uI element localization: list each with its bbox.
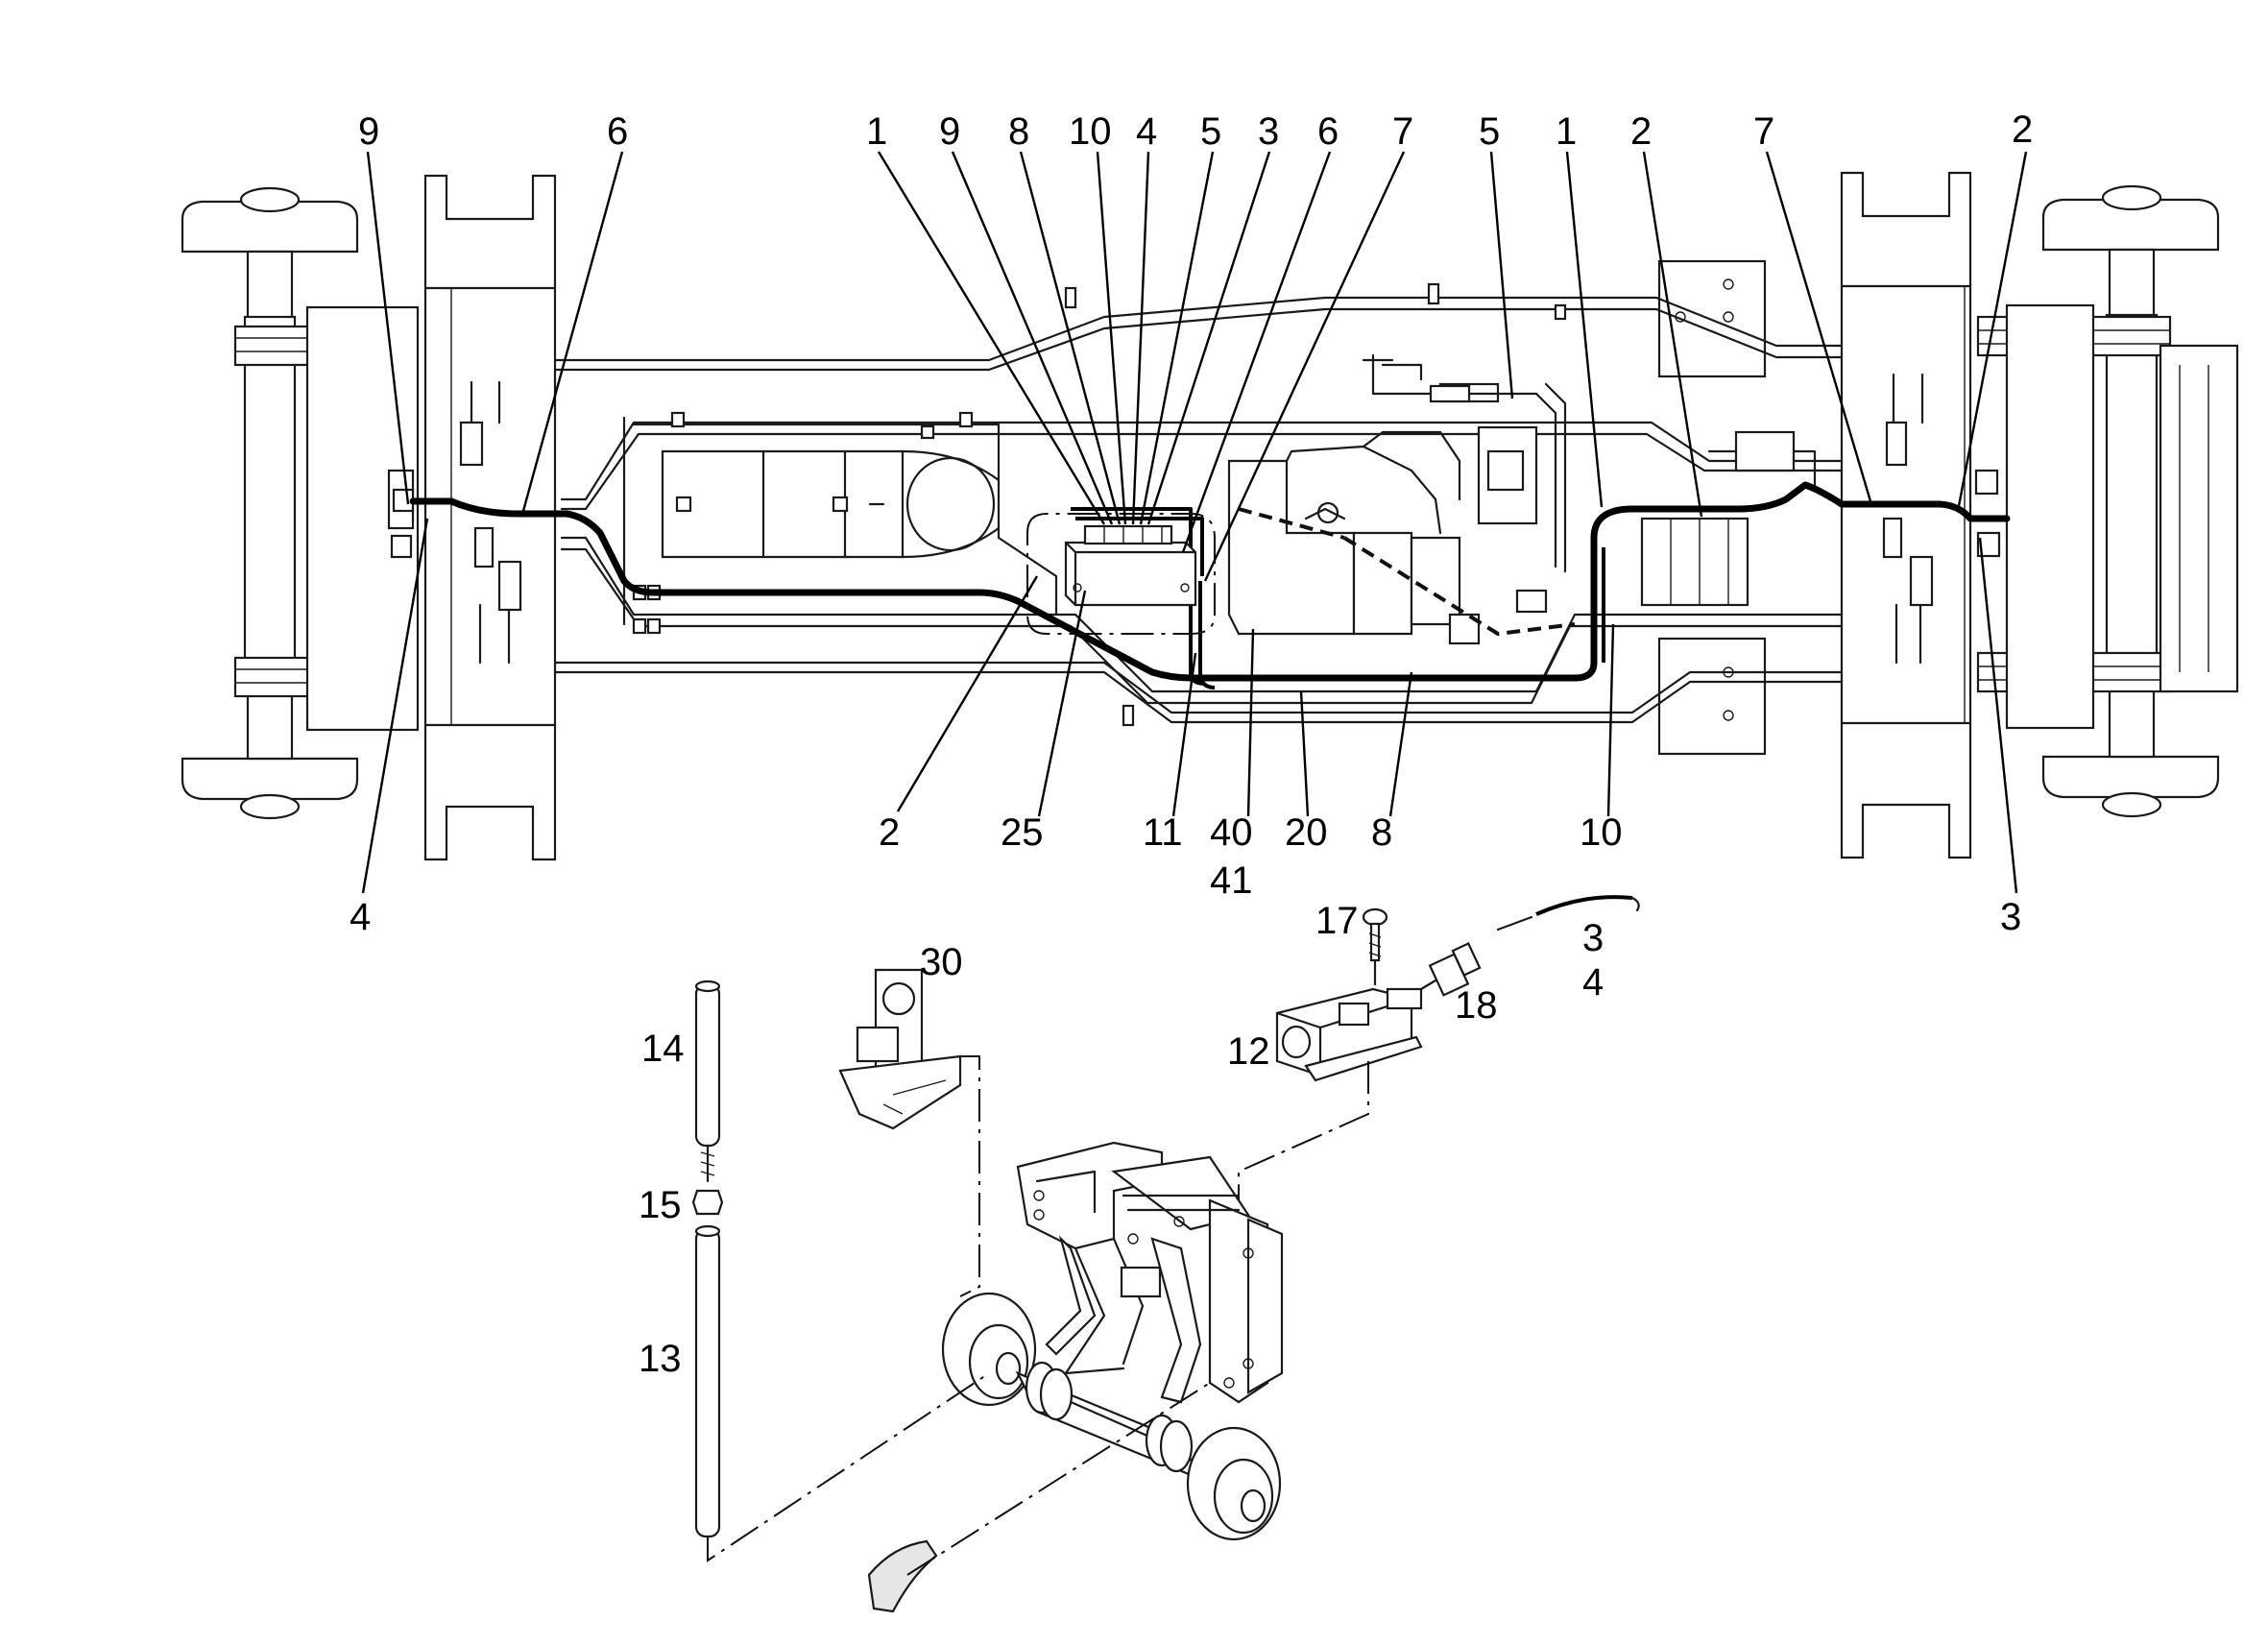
- callout-4-left: 4: [350, 896, 371, 938]
- callout-18: 18: [1455, 984, 1498, 1027]
- callout-40: 40: [1210, 811, 1253, 854]
- callout-2-bottom: 2: [879, 811, 900, 854]
- callout-30: 30: [920, 941, 963, 983]
- junction-box-25: [1026, 513, 1216, 635]
- callout-11: 11: [1143, 811, 1183, 854]
- callout-7-right: 7: [1753, 110, 1774, 153]
- callout-1: 1: [866, 110, 887, 153]
- callout-8-bottom: 8: [1371, 811, 1392, 854]
- callout-3: 3: [1258, 110, 1279, 153]
- callout-9-left: 9: [358, 110, 379, 153]
- callout-2-right: 2: [2012, 109, 2033, 151]
- callout-41: 41: [1210, 859, 1253, 902]
- callout-3-right: 3: [2000, 896, 2021, 938]
- callout-20: 20: [1285, 811, 1328, 854]
- callout-25: 25: [1001, 811, 1044, 854]
- callout-9: 9: [939, 110, 960, 153]
- callout-5: 5: [1200, 110, 1221, 153]
- exploded-detail: [691, 895, 1640, 1613]
- left-bogie: [181, 174, 557, 861]
- callout-4-detail: 4: [1582, 961, 1604, 1004]
- callout-3-detail: 3: [1582, 917, 1604, 959]
- callout-6: 6: [1317, 110, 1339, 153]
- central-chassis: [553, 282, 1844, 727]
- callout-4: 4: [1136, 110, 1157, 153]
- callout-13: 13: [639, 1338, 682, 1380]
- right-bogie: [1657, 171, 2239, 859]
- callout-10: 10: [1069, 110, 1112, 153]
- callout-6-left: 6: [607, 110, 628, 153]
- callout-14: 14: [641, 1028, 685, 1070]
- callout-15: 15: [639, 1184, 682, 1226]
- callout-7: 7: [1392, 110, 1413, 153]
- callout-12: 12: [1227, 1030, 1270, 1073]
- callout-8: 8: [1008, 110, 1029, 153]
- callout-17: 17: [1315, 900, 1359, 942]
- callout-1-mid: 1: [1556, 110, 1577, 153]
- callout-5-mid: 5: [1479, 110, 1500, 153]
- leader-lines: [361, 151, 2028, 894]
- callout-10-bottom: 10: [1580, 811, 1623, 854]
- callout-2-mid: 2: [1630, 110, 1652, 153]
- callout-labels: 9 6 1 9 8 10 4 5 3 6 7 5 1 2 7 2 4 2 25 …: [350, 109, 2033, 1380]
